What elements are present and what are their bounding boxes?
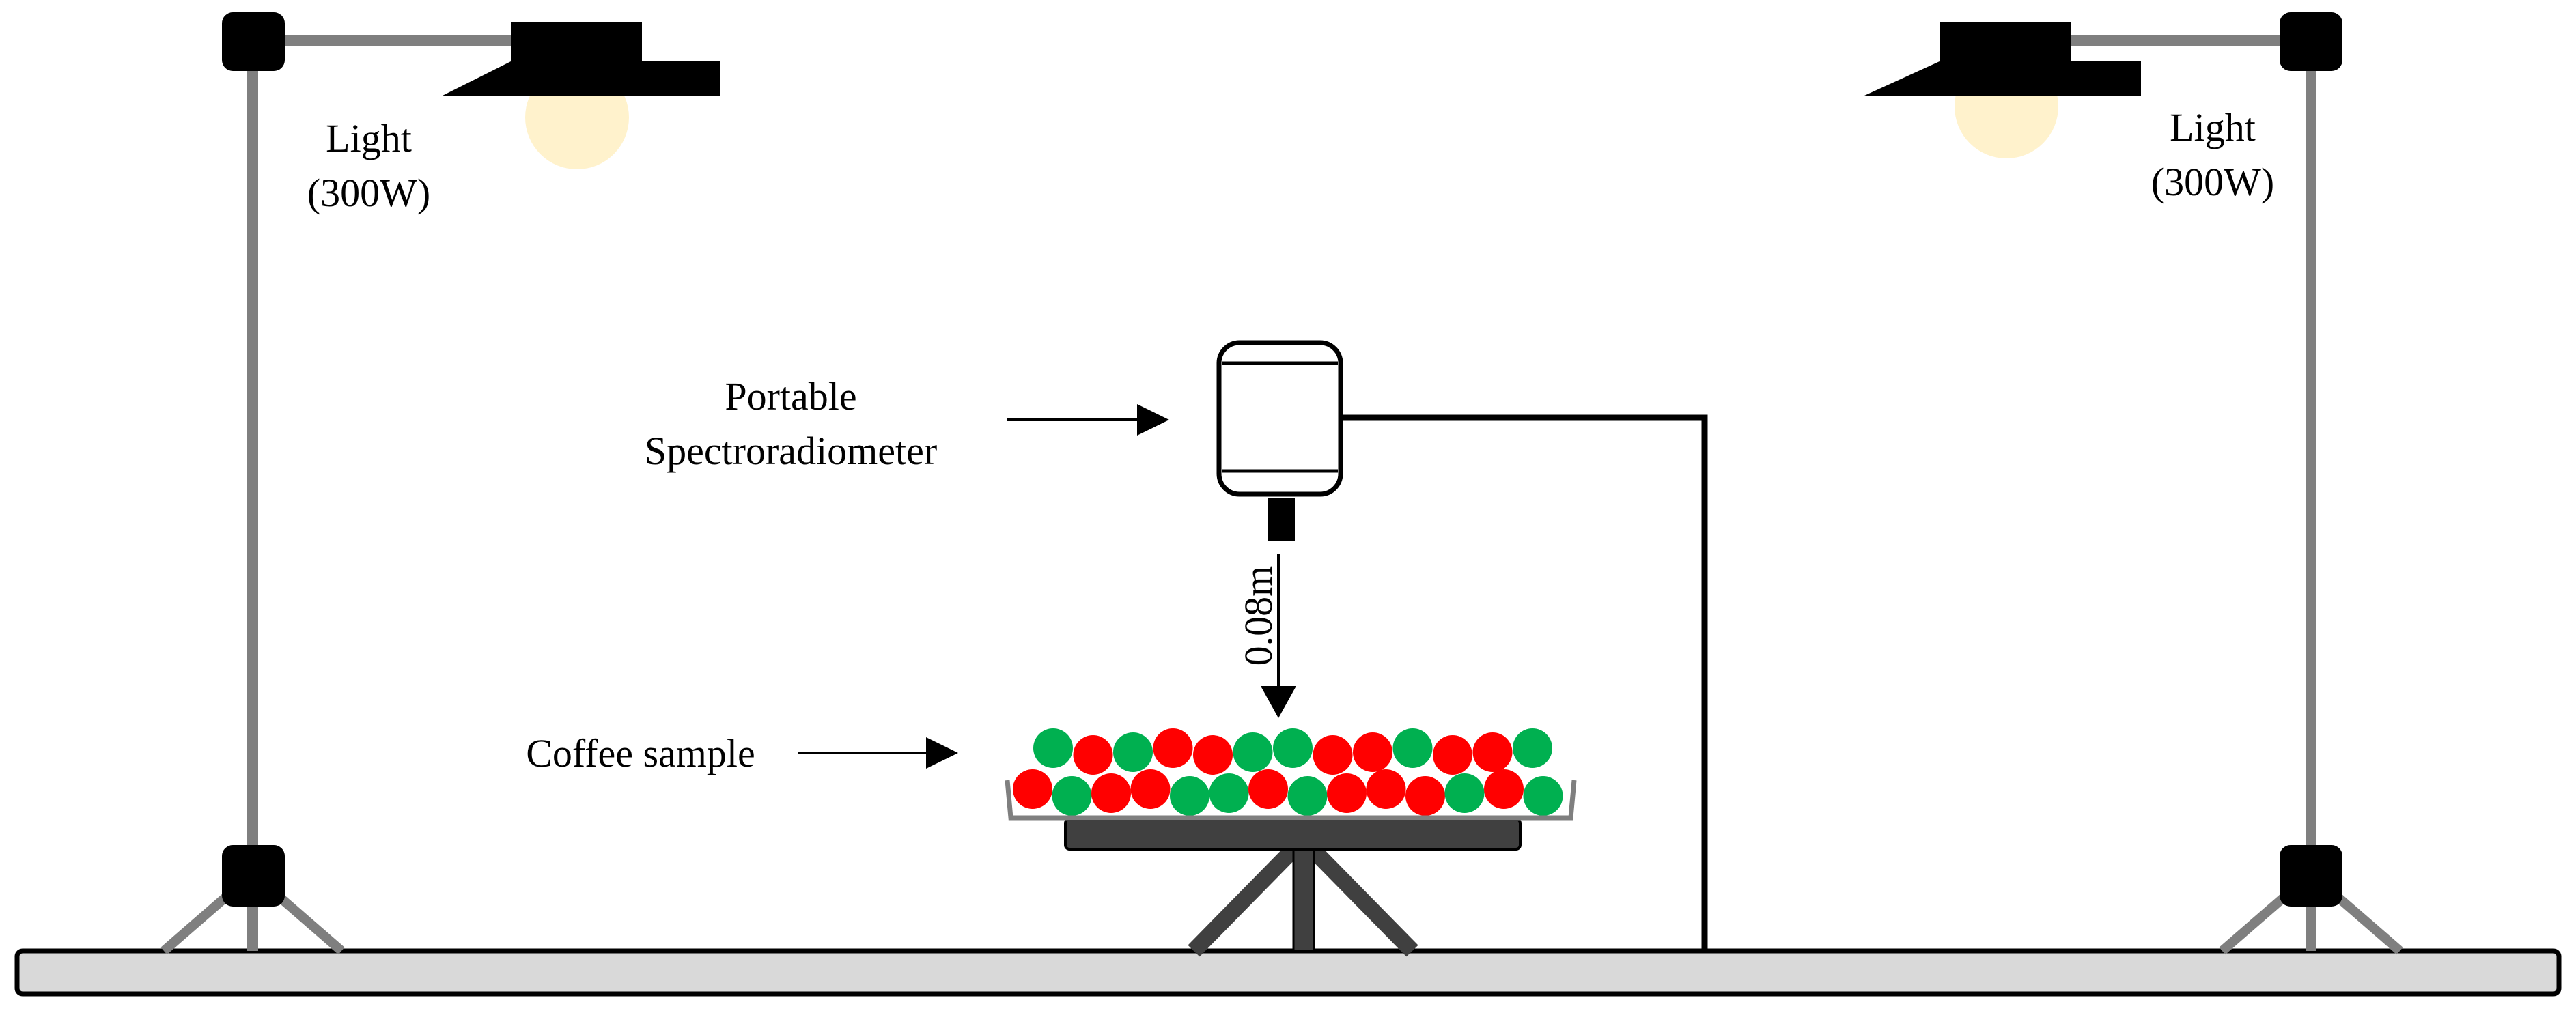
coffee-cherry-green bbox=[1287, 776, 1328, 816]
coffee-cherries bbox=[1013, 728, 1563, 816]
distance-arrow-head bbox=[1261, 686, 1296, 718]
table-leg-right bbox=[1297, 833, 1418, 957]
coffee-cherry-red bbox=[1193, 735, 1233, 775]
left-light-label-line1: Light bbox=[326, 116, 412, 160]
coffee-cherry-red bbox=[1353, 732, 1392, 772]
left-light-stand bbox=[160, 12, 540, 955]
coffee-cherry-green bbox=[1033, 728, 1073, 768]
coffee-cherry-red bbox=[1366, 769, 1406, 809]
sample-table bbox=[1064, 818, 1522, 957]
floor-slab bbox=[14, 948, 2562, 997]
coffee-cherry-green bbox=[1170, 776, 1209, 816]
coffee-cherry-red bbox=[1091, 773, 1131, 813]
sample-pointer-arrow-head bbox=[926, 737, 958, 769]
device-label-line2: Spectroradiometer bbox=[645, 429, 937, 473]
right-light-label-line1: Light bbox=[2170, 105, 2256, 149]
distance-label: 0.08m bbox=[1236, 566, 1280, 666]
coffee-cherry-green bbox=[1392, 728, 1433, 768]
sample-label: Coffee sample bbox=[526, 731, 755, 775]
coffee-cherry-green bbox=[1233, 732, 1273, 772]
spectroradiometer-probe bbox=[1268, 498, 1295, 541]
coffee-cherry-green bbox=[1444, 773, 1485, 813]
coffee-cherry-green bbox=[1113, 732, 1153, 772]
coffee-cherry-red bbox=[1013, 769, 1052, 809]
sample-tray bbox=[1005, 780, 1577, 821]
device-label-line1: Portable bbox=[725, 374, 856, 418]
left-light-label-line2: (300W) bbox=[307, 171, 430, 215]
spectroradiometer bbox=[1216, 340, 1343, 541]
coffee-cherry-red bbox=[1433, 735, 1472, 775]
left-lamp-shade bbox=[443, 22, 720, 96]
right-top-joint bbox=[2280, 12, 2342, 71]
coffee-cherry-red bbox=[1313, 735, 1353, 775]
coffee-cherry-red bbox=[1327, 773, 1367, 813]
right-bottom-joint bbox=[2280, 845, 2342, 907]
coffee-cherry-green bbox=[1209, 773, 1249, 813]
coffee-cherry-red bbox=[1248, 769, 1288, 809]
coffee-cherry-green bbox=[1513, 728, 1552, 768]
coffee-cherry-green bbox=[1273, 728, 1313, 768]
device-pointer-arrow-head bbox=[1137, 404, 1169, 436]
coffee-cherry-red bbox=[1484, 769, 1524, 809]
coffee-cherry-red bbox=[1405, 776, 1445, 816]
table-leg-left bbox=[1188, 833, 1309, 957]
right-light-stand bbox=[2032, 12, 2403, 955]
right-lamp-shade bbox=[1864, 22, 2141, 96]
left-top-joint bbox=[222, 12, 285, 71]
coffee-cherry-red bbox=[1130, 769, 1171, 809]
left-bottom-joint bbox=[222, 845, 285, 907]
coffee-cherry-red bbox=[1153, 728, 1193, 768]
spectroradiometer-cable bbox=[1341, 414, 1708, 951]
left-lamp bbox=[443, 22, 720, 169]
table-leg-center bbox=[1292, 838, 1315, 952]
coffee-cherry-green bbox=[1523, 776, 1563, 816]
coffee-cherry-green bbox=[1052, 776, 1092, 816]
right-light-label-line2: (300W) bbox=[2151, 160, 2274, 204]
coffee-cherry-red bbox=[1472, 732, 1513, 772]
table-top bbox=[1064, 818, 1522, 851]
coffee-cherry-red bbox=[1073, 735, 1113, 775]
right-lamp bbox=[1864, 22, 2141, 158]
